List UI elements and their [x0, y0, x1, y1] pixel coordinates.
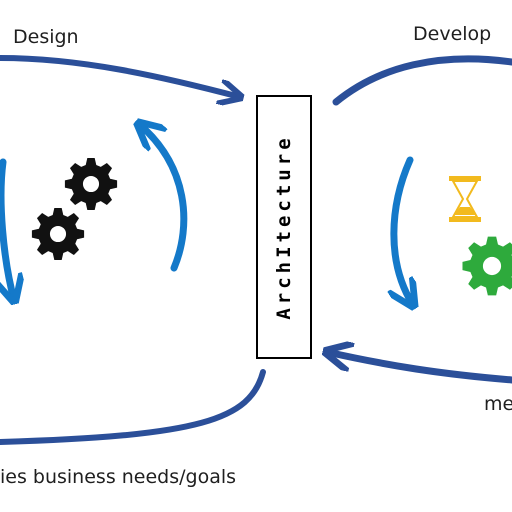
hourglass-icon [449, 176, 481, 222]
develop-label: Develop [413, 23, 492, 45]
design-to-architecture-arrow [0, 55, 240, 97]
gear-icon [31, 208, 85, 260]
design-loop-down-arrow [0, 158, 14, 300]
develop-loop-arrow [394, 156, 413, 305]
architecture-box [256, 95, 312, 359]
architecture-to-needs-arrow [0, 369, 266, 445]
gear-icon [64, 158, 118, 210]
gear-icon [462, 236, 512, 296]
design-label: Design [13, 26, 79, 48]
measure-to-architecture-arrow [327, 352, 512, 384]
business-needs-label: ies business needs/goals [0, 466, 237, 488]
measure-label: me [484, 393, 512, 415]
architecture-label: ArchItecture [273, 134, 295, 320]
design-loop-up-arrow [139, 124, 188, 272]
architecture-to-develop-arrow [332, 55, 512, 106]
